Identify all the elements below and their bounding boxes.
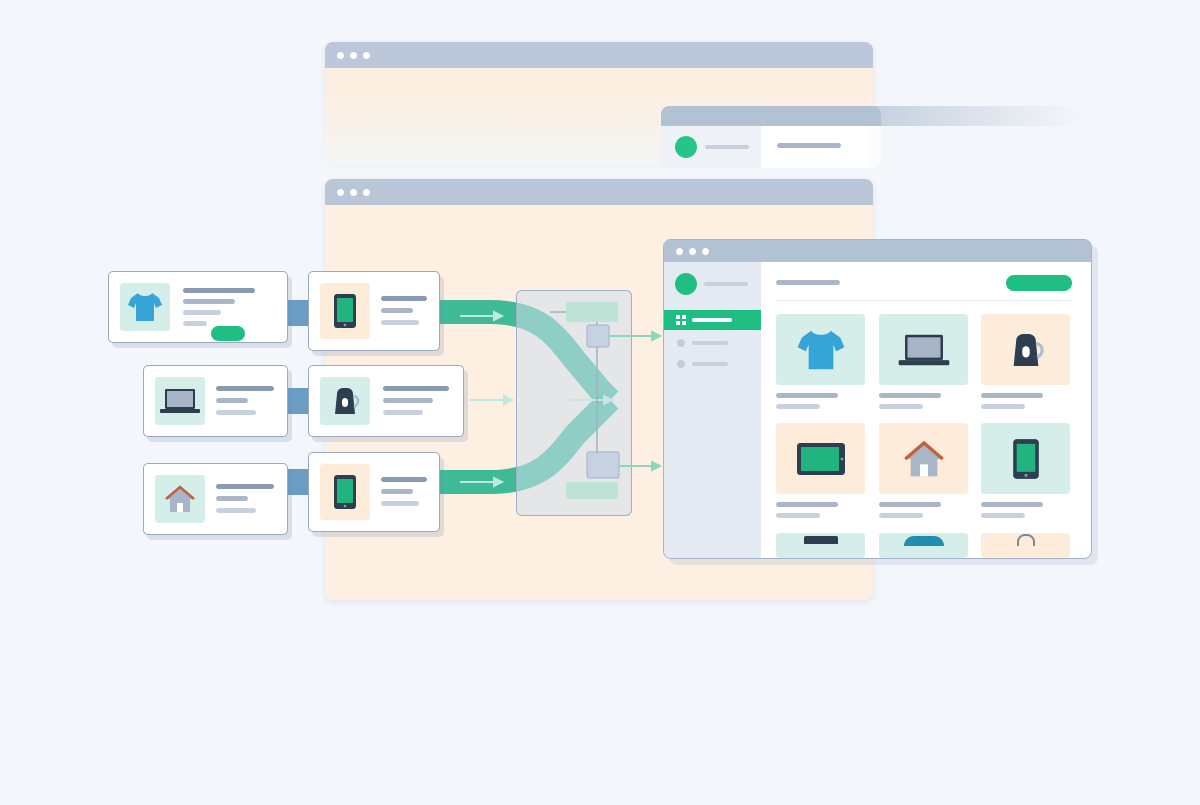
laptop-icon xyxy=(898,334,949,365)
phone-icon xyxy=(1012,438,1039,479)
avatar xyxy=(675,273,697,295)
avatar xyxy=(675,136,697,158)
sidebar-item[interactable] xyxy=(664,355,761,373)
card-connector xyxy=(286,388,308,414)
product-card-house[interactable] xyxy=(143,463,288,535)
product-thumb xyxy=(320,283,370,339)
kettle-icon xyxy=(335,388,360,414)
product-card-phone-2[interactable] xyxy=(308,452,440,532)
grid-tile-house[interactable] xyxy=(879,423,968,494)
product-thumb xyxy=(155,475,205,523)
tshirt-icon xyxy=(797,330,844,369)
grid-tile-laptop[interactable] xyxy=(879,314,968,385)
tablet-icon xyxy=(796,442,845,475)
product-thumb xyxy=(320,464,370,520)
device-icon xyxy=(803,536,838,544)
sidebar xyxy=(664,262,761,558)
card-connector xyxy=(286,469,308,495)
grid-tile-dome[interactable] xyxy=(879,533,968,558)
marketplace-window xyxy=(663,239,1092,559)
grid-tile-tshirt[interactable] xyxy=(776,314,865,385)
sidebar-item-active[interactable] xyxy=(664,310,761,330)
grid-tile-bag[interactable] xyxy=(981,533,1070,558)
product-thumb xyxy=(155,377,205,425)
tshirt-icon xyxy=(128,293,162,321)
fade-right xyxy=(860,126,900,168)
action-pill-button[interactable] xyxy=(211,326,245,341)
grid-tile-phone[interactable] xyxy=(981,423,1070,494)
window-titlebar xyxy=(325,42,873,68)
product-card-phone[interactable] xyxy=(308,271,440,351)
grid-tile-kettle[interactable] xyxy=(981,314,1070,385)
phone-icon xyxy=(334,475,356,509)
product-card-laptop[interactable] xyxy=(143,365,288,437)
kettle-icon xyxy=(1013,333,1044,366)
primary-button[interactable] xyxy=(1006,275,1072,291)
dome-icon xyxy=(903,536,944,546)
product-thumb xyxy=(320,377,370,425)
product-card-kettle[interactable] xyxy=(308,365,464,437)
grid-tile-tablet[interactable] xyxy=(776,423,865,494)
window-titlebar xyxy=(325,179,873,205)
fade-streak xyxy=(820,106,1080,126)
window-titlebar xyxy=(664,240,1091,262)
card-connector xyxy=(286,300,308,326)
bag-icon xyxy=(1016,534,1035,546)
house-icon xyxy=(165,485,195,512)
product-card-tshirt[interactable] xyxy=(108,271,288,343)
house-icon xyxy=(903,440,944,476)
grid-tile-device[interactable] xyxy=(776,533,865,558)
phone-icon xyxy=(334,294,356,328)
grid-icon xyxy=(676,315,686,325)
product-thumb xyxy=(120,283,170,331)
laptop-icon xyxy=(160,389,200,413)
sidebar-item[interactable] xyxy=(664,334,761,352)
page-title xyxy=(776,280,840,285)
